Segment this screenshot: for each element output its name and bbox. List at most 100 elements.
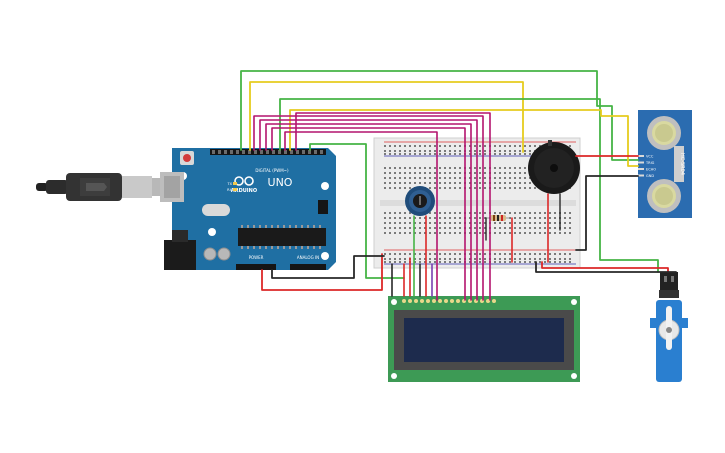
breadboard-hole	[524, 217, 526, 219]
breadboard-hole	[519, 253, 521, 255]
breadboard-hole	[484, 150, 486, 152]
breadboard-hole	[494, 261, 496, 263]
breadboard-hole	[529, 261, 531, 263]
breadboard-hole	[474, 187, 476, 189]
breadboard-hole	[529, 145, 531, 147]
breadboard-hole	[479, 150, 481, 152]
capacitor	[217, 247, 231, 261]
breadboard-hole	[459, 150, 461, 152]
servo-connector	[660, 272, 678, 290]
breadboard-hole	[519, 232, 521, 234]
breadboard-hole	[444, 258, 446, 260]
breadboard-hole	[479, 172, 481, 174]
breadboard-hole	[429, 182, 431, 184]
breadboard-hole	[454, 222, 456, 224]
breadboard-hole	[469, 222, 471, 224]
breadboard-hole	[439, 227, 441, 229]
breadboard-hole	[474, 222, 476, 224]
breadboard-hole	[394, 145, 396, 147]
breadboard-hole	[439, 258, 441, 260]
breadboard-hole	[499, 222, 501, 224]
breadboard-hole	[479, 182, 481, 184]
breadboard-hole	[429, 227, 431, 229]
breadboard-hole	[564, 253, 566, 255]
breadboard-hole	[509, 222, 511, 224]
breadboard-hole	[564, 232, 566, 234]
breadboard-hole	[534, 187, 536, 189]
breadboard-hole	[419, 153, 421, 155]
breadboard-hole	[474, 227, 476, 229]
breadboard-hole	[439, 167, 441, 169]
wire-black	[575, 175, 639, 251]
breadboard-hole	[389, 212, 391, 214]
breadboard-hole	[389, 153, 391, 155]
breadboard-hole	[554, 217, 556, 219]
breadboard-hole	[389, 227, 391, 229]
breadboard-hole	[459, 153, 461, 155]
wire-black	[535, 261, 677, 273]
breadboard-hole	[469, 212, 471, 214]
breadboard-hole	[404, 253, 406, 255]
breadboard-hole	[434, 212, 436, 214]
breadboard-hole	[529, 153, 531, 155]
breadboard-hole	[459, 222, 461, 224]
breadboard-hole	[444, 167, 446, 169]
breadboard-hole	[479, 153, 481, 155]
breadboard-hole	[474, 217, 476, 219]
breadboard-hole	[529, 217, 531, 219]
breadboard-hole	[504, 177, 506, 179]
breadboard-hole	[524, 167, 526, 169]
breadboard-hole	[459, 217, 461, 219]
breadboard-hole	[444, 261, 446, 263]
lcd-pin	[420, 299, 424, 303]
breadboard-hole	[539, 261, 541, 263]
breadboard-hole	[399, 153, 401, 155]
breadboard-hole	[544, 217, 546, 219]
reset-button-cap[interactable]	[183, 154, 191, 162]
breadboard-hole	[469, 232, 471, 234]
breadboard-hole	[469, 177, 471, 179]
breadboard-hole	[399, 182, 401, 184]
breadboard-hole	[449, 222, 451, 224]
ultrasonic-pin-label: TRIG	[645, 161, 655, 165]
breadboard-hole	[384, 212, 386, 214]
breadboard-hole	[544, 232, 546, 234]
breadboard-hole	[469, 182, 471, 184]
breadboard-hole	[394, 258, 396, 260]
breadboard-hole	[504, 222, 506, 224]
ultrasonic-pin	[638, 155, 644, 157]
breadboard-hole	[429, 232, 431, 234]
breadboard-hole	[524, 227, 526, 229]
breadboard-hole	[454, 227, 456, 229]
breadboard-hole	[484, 212, 486, 214]
breadboard-hole	[509, 261, 511, 263]
breadboard-hole	[389, 167, 391, 169]
breadboard-hole	[449, 177, 451, 179]
breadboard-hole	[549, 222, 551, 224]
breadboard-hole	[454, 177, 456, 179]
breadboard-hole	[519, 150, 521, 152]
breadboard-hole	[484, 222, 486, 224]
breadboard-hole	[439, 261, 441, 263]
breadboard-hole	[449, 150, 451, 152]
breadboard-hole	[394, 150, 396, 152]
breadboard-hole	[454, 150, 456, 152]
breadboard-hole	[409, 150, 411, 152]
breadboard-hole	[519, 172, 521, 174]
breadboard-hole	[514, 172, 516, 174]
breadboard-hole	[434, 167, 436, 169]
breadboard-hole	[449, 187, 451, 189]
breadboard-hole	[519, 187, 521, 189]
breadboard-hole	[469, 253, 471, 255]
breadboard-hole	[394, 227, 396, 229]
breadboard-hole	[469, 145, 471, 147]
wire-green	[309, 143, 405, 279]
icsp-header	[318, 200, 328, 214]
breadboard-hole	[444, 212, 446, 214]
breadboard-hole	[559, 232, 561, 234]
breadboard-hole	[499, 261, 501, 263]
breadboard-hole	[554, 253, 556, 255]
breadboard-hole	[439, 232, 441, 234]
lcd-pin	[492, 299, 496, 303]
